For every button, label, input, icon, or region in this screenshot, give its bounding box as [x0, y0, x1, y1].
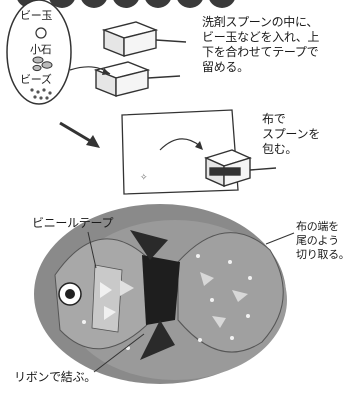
vinyl-tape-leader: [87, 231, 97, 269]
materials-oval: [6, 0, 72, 105]
step1-line: 洗剤スプーンの中に、: [202, 15, 319, 29]
cloth-edge-text: 布の端を 尾のよう 切り取る。: [296, 220, 350, 262]
step2-line: 包む。: [262, 142, 298, 156]
pebble-label: 小石: [30, 43, 52, 56]
step1-line: 留める。: [202, 60, 249, 74]
step1-text: 洗剤スプーンの中に、 ビー玉などを入れ、上 下を合わせてテープで 留める。: [202, 15, 319, 75]
marble-icon: [35, 27, 47, 39]
fish-wrap-illustration: [34, 204, 287, 384]
ribbon-label: リボンで結ぶ。: [14, 370, 96, 384]
step2-text: 布で スプーンを 包む。: [262, 112, 320, 157]
cloth-edge-leader: [265, 232, 295, 245]
cloth-edge-line: 布の端を: [296, 220, 339, 233]
step2-line: スプーンを: [262, 127, 320, 141]
beads-icon: [30, 88, 52, 100]
ribbon-leader: [93, 333, 145, 373]
step-arrow-icon: [59, 121, 100, 148]
wrap-arrow: [159, 138, 201, 151]
wrapped-spoon-icon: [204, 149, 277, 188]
step1-line: ビー玉などを入れ、上: [202, 30, 320, 44]
svg-text:✧: ✧: [140, 173, 148, 183]
step2-line: 布で: [262, 112, 286, 126]
spoon-bottom-icon: [93, 61, 181, 98]
vinyl-tape-label: ビニールテープ: [32, 216, 114, 230]
cloth-edge-line: 切り取る。: [296, 248, 350, 261]
beads-label: ビーズ: [20, 73, 52, 86]
pebble-icon: [32, 56, 53, 72]
marble-label: ビー玉: [20, 9, 53, 22]
spoon-top-icon: [101, 21, 187, 58]
step1-line: 下を合わせてテープで: [202, 45, 319, 59]
cloth-edge-line: 尾のよう: [296, 234, 339, 247]
